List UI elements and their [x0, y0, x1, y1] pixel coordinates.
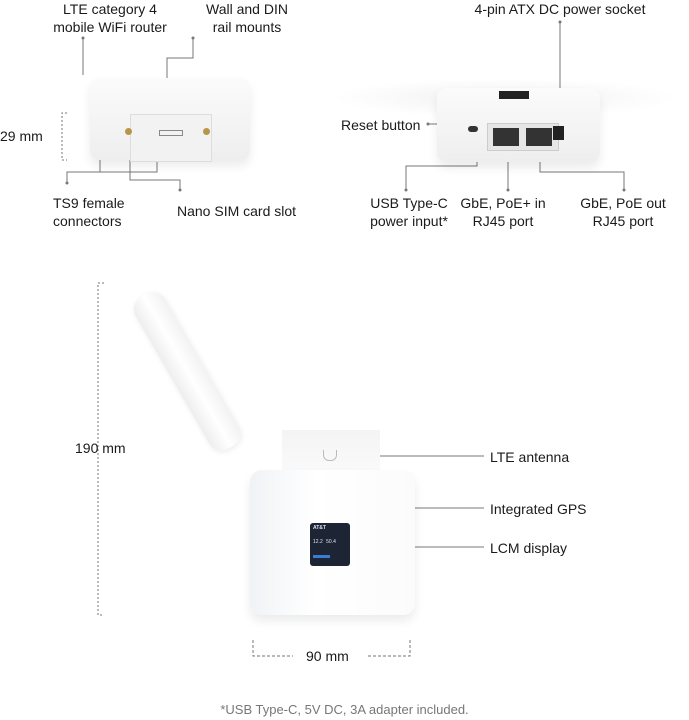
- dim-29mm: [61, 112, 67, 161]
- label-29mm: 29 mm: [0, 128, 43, 144]
- label-sim: Nano SIM card slot: [177, 203, 297, 219]
- dim-190mm: [97, 282, 104, 616]
- sim-slot-icon: [159, 130, 183, 136]
- leader-poe-out: [539, 160, 625, 190]
- lcd-strip: [499, 91, 529, 99]
- lcm-screen: AT&T 12.2 50.4: [310, 523, 350, 566]
- ubiquiti-logo: [323, 450, 337, 461]
- leader-sim: [129, 153, 181, 190]
- label-power-socket: 4-pin ATX DC power socket: [474, 1, 646, 17]
- lcd-value-b: 50.4: [326, 539, 336, 545]
- label-lcm: LCM display: [490, 540, 568, 556]
- rj45-panel: [487, 123, 559, 151]
- port-panel: [130, 114, 212, 162]
- label-190mm: 190 mm: [75, 440, 126, 456]
- dim-90mm-right: [368, 640, 411, 657]
- label-gps: Integrated GPS: [490, 501, 587, 517]
- label-reset: Reset button: [341, 117, 421, 133]
- lcd-bar: [313, 555, 330, 558]
- label-antenna: LTE antenna: [490, 449, 570, 465]
- rj45-port-icon: [493, 128, 519, 146]
- usb-c-port-icon: [468, 126, 478, 132]
- lcd-carrier: AT&T: [313, 525, 326, 531]
- router-rear-view: [437, 88, 600, 162]
- lcd-value-a: 12.2: [313, 539, 323, 545]
- footnote: *USB Type-C, 5V DC, 3A adapter included.: [220, 702, 469, 717]
- router-front-view: [90, 78, 250, 162]
- antenna-base: [282, 430, 380, 472]
- dim-90mm-left: [252, 640, 293, 657]
- ts9-connector-icon: [125, 128, 132, 135]
- label-90mm: 90 mm: [306, 648, 349, 664]
- ts9-connector-icon: [203, 128, 210, 135]
- leader-ts9: [66, 153, 101, 183]
- leader-mounts: [166, 38, 194, 82]
- rj45-port-icon: [526, 128, 552, 146]
- atx-socket-icon: [553, 126, 564, 140]
